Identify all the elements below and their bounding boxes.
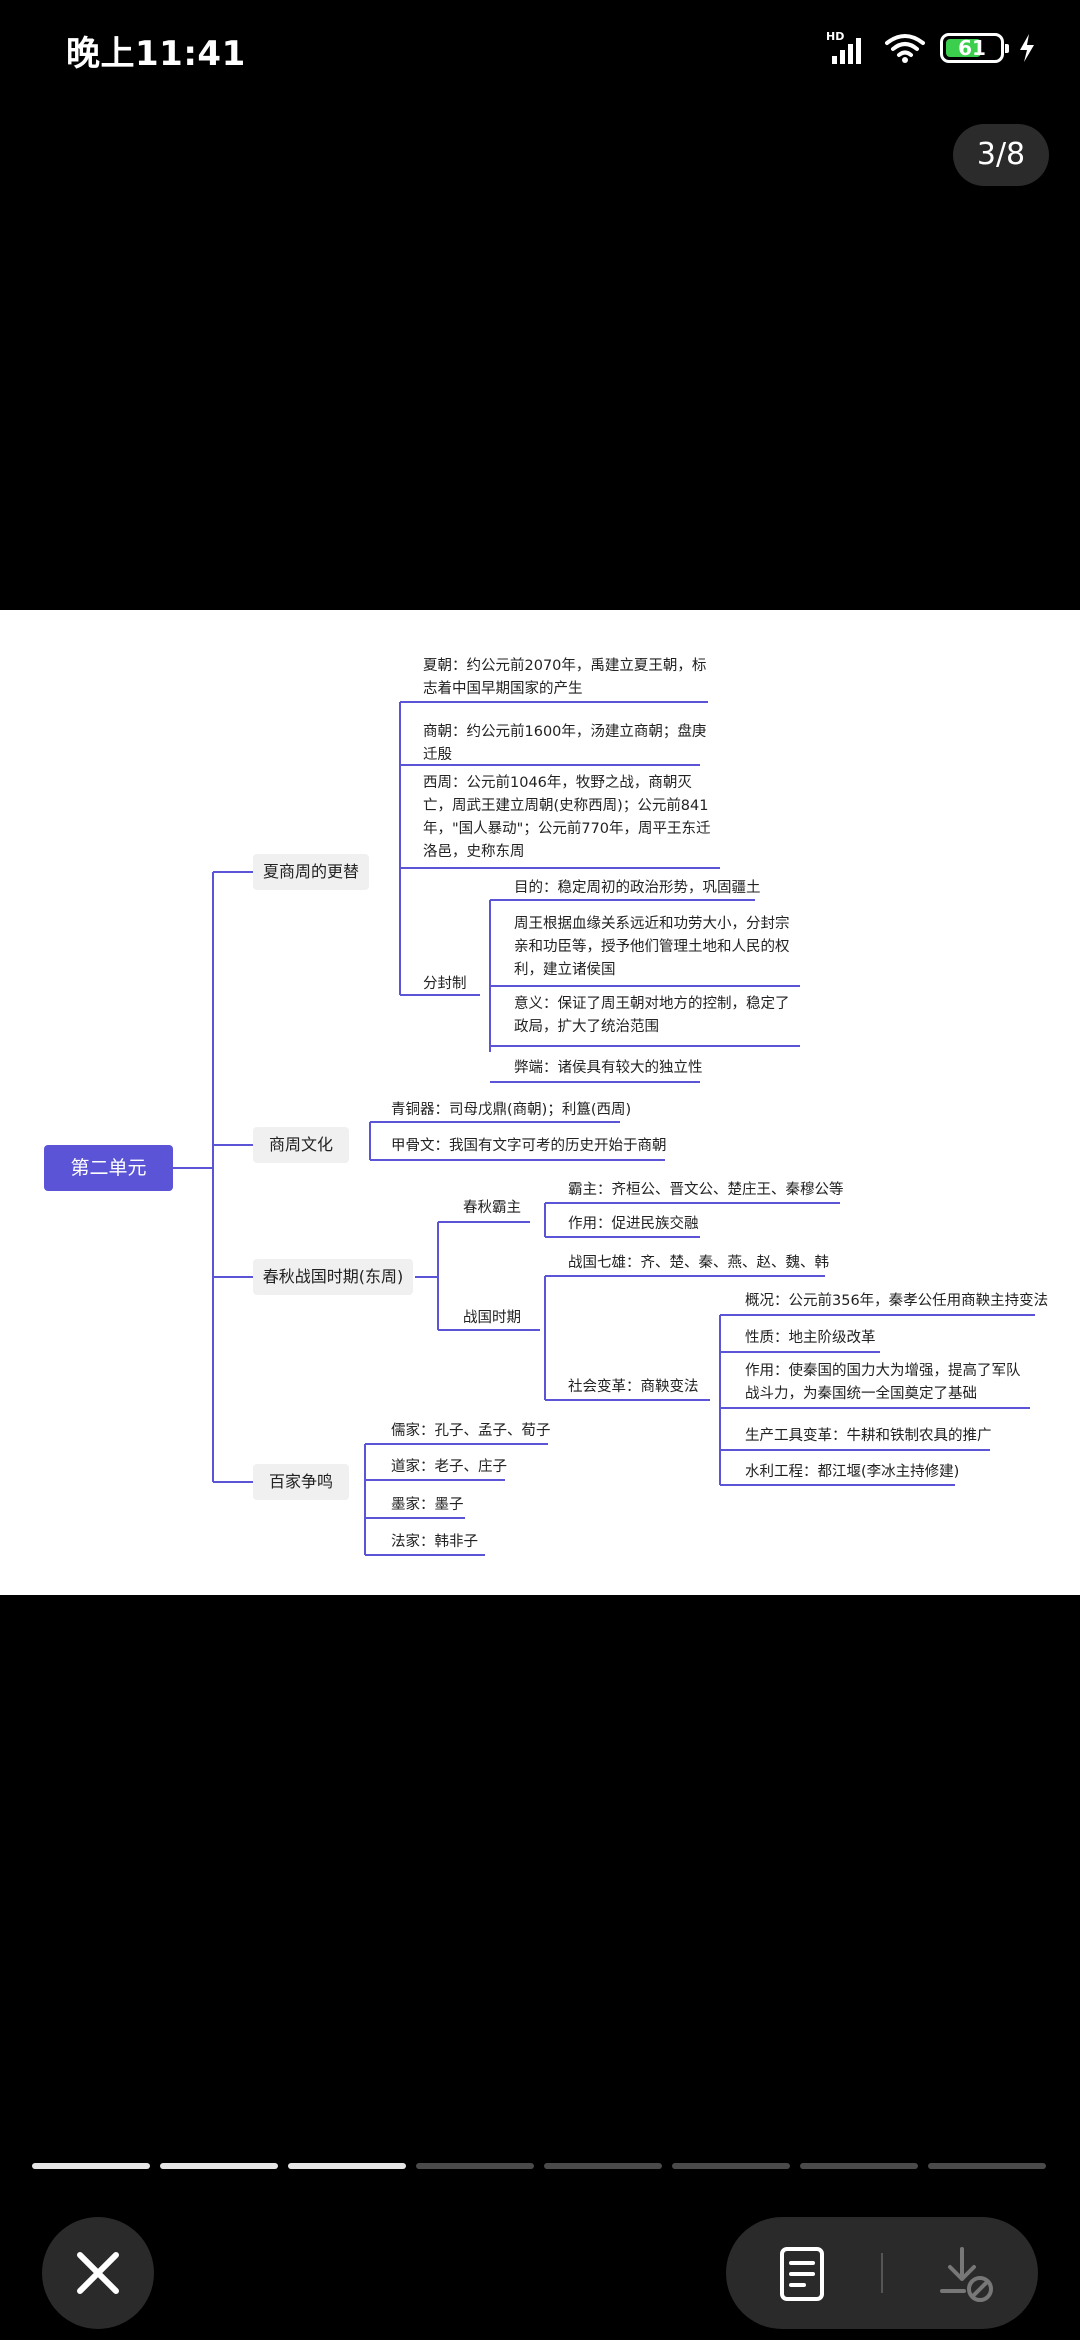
network-type-label: HD xyxy=(826,30,844,43)
battery-icon: 61 xyxy=(940,33,1009,63)
node-chunqiu-zhanguo[interactable]: 春秋战国时期(东周) xyxy=(253,1259,413,1295)
progress-segment xyxy=(32,2163,150,2169)
progress-segment xyxy=(544,2163,662,2169)
leaf-reform-nature: 性质：地主阶级改革 xyxy=(745,1330,876,1346)
leaf-seven-states: 战国七雄：齐、楚、秦、燕、赵、魏、韩 xyxy=(568,1255,829,1271)
download-button[interactable] xyxy=(936,2243,998,2309)
leaf-hegemons: 霸主：齐桓公、晋文公、楚庄王、秦穆公等 xyxy=(568,1182,844,1198)
action-bar xyxy=(726,2217,1038,2329)
signal-icon: HD xyxy=(826,30,861,64)
leaf-shang: 商朝：约公元前1600年，汤建立商朝；盘庚迁殷 xyxy=(423,724,707,763)
leaf-xia: 夏朝：约公元前2070年，禹建立夏王朝，标志着中国早期国家的产生 xyxy=(423,658,707,697)
leaf-fenfeng-content: 周王根据血缘关系远近和功劳大小，分封宗亲和功臣等，授予他们管理土地和人民的权利，… xyxy=(514,916,790,978)
progress-segment xyxy=(160,2163,278,2169)
mindmap-root-node[interactable]: 第二单元 xyxy=(44,1145,173,1191)
mindmap-connectors xyxy=(173,701,1035,1556)
node-shangyang-reform: 社会变革：商鞅变法 xyxy=(568,1379,699,1395)
leaf-taoism: 道家：老子、庄子 xyxy=(391,1459,507,1475)
leaf-reform-overview: 概况：公元前356年，秦孝公任用商鞅主持变法 xyxy=(745,1293,1049,1309)
node-shang-zhou-culture[interactable]: 商周文化 xyxy=(253,1127,349,1163)
progress-segment xyxy=(288,2163,406,2169)
leaf-mohism: 墨家：墨子 xyxy=(391,1497,464,1513)
close-button[interactable] xyxy=(42,2217,154,2329)
progress-segment xyxy=(672,2163,790,2169)
status-icons: HD 61 xyxy=(826,26,1036,70)
charging-icon xyxy=(1020,34,1034,62)
leaf-hegemons-effect: 作用：促进民族交融 xyxy=(568,1216,699,1232)
close-icon xyxy=(77,2252,119,2294)
leaf-dujiangyan: 水利工程：都江堰(李冰主持修建) xyxy=(745,1464,960,1480)
node-zhanguo-period: 战国时期 xyxy=(463,1310,521,1326)
node-fenfeng: 分封制 xyxy=(423,976,467,992)
page-progress-bar xyxy=(32,2163,1048,2169)
leaf-bronze: 青铜器：司母戊鼎(商朝)；利簋(西周) xyxy=(391,1102,632,1118)
document-icon xyxy=(780,2247,824,2301)
document-button[interactable] xyxy=(776,2247,828,2305)
wifi-icon xyxy=(885,34,925,63)
leaf-confucianism: 儒家：孔子、孟子、荀子 xyxy=(391,1423,551,1439)
progress-segment xyxy=(800,2163,918,2169)
leaf-farming-tools: 生产工具变革：牛耕和铁制农具的推广 xyxy=(745,1428,992,1444)
leaf-oracle-bone: 甲骨文：我国有文字可考的历史开始于商朝 xyxy=(391,1138,667,1154)
node-baijia-zhengming[interactable]: 百家争鸣 xyxy=(253,1464,349,1500)
progress-segment xyxy=(416,2163,534,2169)
battery-level: 61 xyxy=(958,36,986,60)
status-time: 晚上11:41 xyxy=(66,34,246,74)
leaf-reform-effect: 作用：使秦国的国力大为增强，提高了军队战斗力，为秦国统一全国奠定了基础 xyxy=(745,1363,1021,1402)
leaf-fenfeng-drawback: 弊端：诸侯具有较大的独立性 xyxy=(514,1060,703,1076)
download-disabled-icon xyxy=(940,2247,993,2302)
page-indicator: 3/8 xyxy=(953,124,1049,186)
image-viewer[interactable]: 第二单元 夏商周的更替 商周文化 春秋战国时期(东周) 百家争鸣 夏朝：约公元前… xyxy=(0,610,1080,1595)
leaf-fenfeng-significance: 意义：保证了周王朝对地方的控制，稳定了政局，扩大了统治范围 xyxy=(514,996,790,1035)
leaf-fenfeng-purpose: 目的：稳定周初的政治形势，巩固疆土 xyxy=(514,880,761,896)
node-chunqiu-hegemons: 春秋霸主 xyxy=(463,1200,521,1216)
progress-segment xyxy=(928,2163,1046,2169)
leaf-xizhou: 西周：公元前1046年，牧野之战，商朝灭亡，周武王建立周朝(史称西周)；公元前8… xyxy=(423,775,711,860)
node-xia-shang-zhou[interactable]: 夏商周的更替 xyxy=(253,854,369,890)
status-bar: 晚上11:41 HD 61 xyxy=(0,0,1080,100)
action-divider xyxy=(881,2253,883,2293)
leaf-legalism: 法家：韩非子 xyxy=(391,1534,478,1550)
